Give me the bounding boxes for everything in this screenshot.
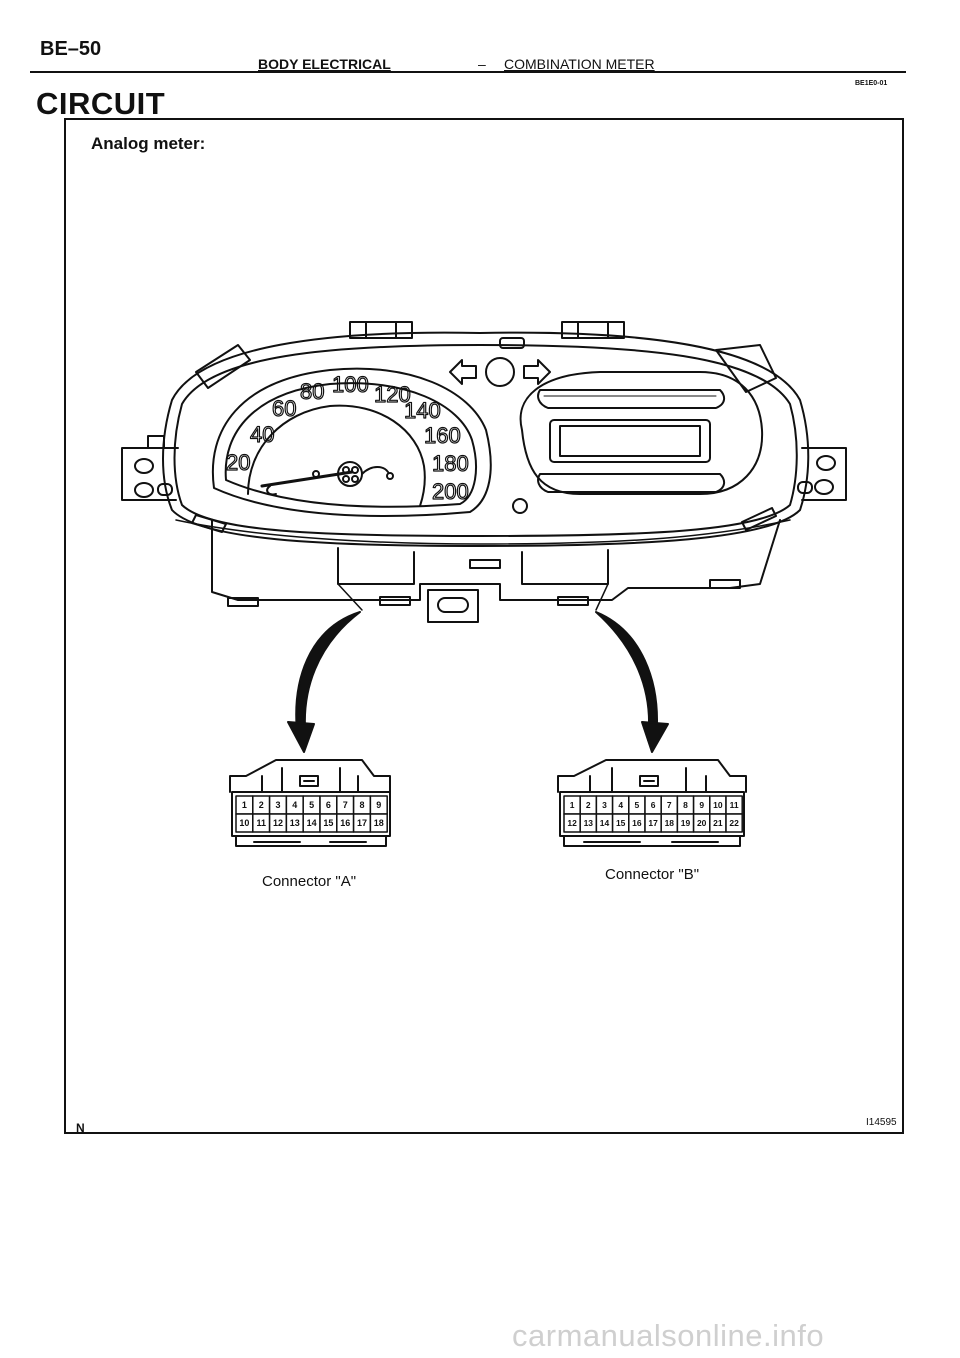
figure-code: I14595 (866, 1117, 897, 1128)
figure-corner-mark: N (76, 1121, 85, 1135)
pin-number: 16 (340, 818, 350, 828)
pin-number: 3 (602, 800, 607, 810)
pin-number: 4 (292, 800, 297, 810)
speedometer-scale: 20 40 60 80 100 120 140 160 180 200 (225, 371, 469, 504)
watermark: carmanualsonline.info (512, 1318, 825, 1353)
speed-mark-200: 200 (432, 479, 469, 504)
speed-mark-80: 80 (300, 379, 324, 404)
header-section: BODY ELECTRICAL (258, 56, 391, 72)
figure-title: Analog meter: (91, 134, 206, 153)
connector-a-housing (229, 759, 391, 847)
pin-number: 12 (567, 818, 577, 828)
pin-number: 13 (290, 818, 300, 828)
header-rule (30, 71, 906, 73)
pin-number: 2 (259, 800, 264, 810)
pin-number: 6 (651, 800, 656, 810)
pin-number: 12 (273, 818, 283, 828)
pin-number: 21 (713, 818, 723, 828)
pin-number: 10 (239, 818, 249, 828)
pin-number: 14 (600, 818, 610, 828)
page-code: BE–50 (40, 38, 102, 60)
pin-number: 1 (242, 800, 247, 810)
meter-housing (121, 321, 847, 623)
speed-mark-20: 20 (226, 450, 250, 475)
speed-mark-120: 120 (374, 382, 411, 407)
pin-number: 3 (275, 800, 280, 810)
pin-number: 17 (648, 818, 658, 828)
doc-code: BE1E0-01 (855, 80, 888, 87)
pin-number: 4 (618, 800, 623, 810)
pin-number: 11 (730, 800, 739, 810)
speed-mark-140: 140 (404, 398, 441, 423)
pin-number: 7 (343, 800, 348, 810)
pin-number: 8 (359, 800, 364, 810)
pin-number: 1 (570, 800, 575, 810)
pin-number: 16 (632, 818, 642, 828)
header-separator: – (478, 56, 486, 72)
page-title: CIRCUIT (36, 86, 166, 121)
arrow-to-connector-b (595, 583, 669, 753)
speed-mark-40: 40 (250, 422, 274, 447)
speed-mark-60: 60 (272, 396, 296, 421)
speed-mark-160: 160 (424, 423, 461, 448)
pin-number: 5 (309, 800, 314, 810)
pin-number: 6 (326, 800, 331, 810)
pin-number: 5 (635, 800, 640, 810)
pin-number: 18 (374, 818, 384, 828)
pin-number: 10 (713, 800, 723, 810)
pin-number: 22 (729, 818, 739, 828)
pin-number: 2 (586, 800, 591, 810)
pin-number: 13 (584, 818, 594, 828)
pin-number: 9 (699, 800, 704, 810)
pin-number: 8 (683, 800, 688, 810)
connector-b-caption: Connector "B" (605, 866, 700, 883)
pin-number: 19 (681, 818, 691, 828)
pin-number: 15 (616, 818, 626, 828)
speed-mark-100: 100 (332, 372, 369, 397)
connector-a-caption: Connector "A" (262, 873, 357, 890)
pin-number: 9 (376, 800, 381, 810)
connector-b-housing (557, 759, 747, 847)
header-subsection: COMBINATION METER (504, 56, 655, 72)
arrow-to-connector-a (287, 583, 363, 753)
pin-number: 18 (665, 818, 675, 828)
pin-number: 15 (323, 818, 333, 828)
pin-number: 17 (357, 818, 367, 828)
pin-number: 11 (256, 818, 266, 828)
pin-cell (369, 813, 388, 833)
figure-frame (64, 118, 904, 1134)
pin-cell (725, 813, 743, 833)
pin-number: 7 (667, 800, 672, 810)
pin-number: 20 (697, 818, 707, 828)
speed-mark-180: 180 (432, 451, 469, 476)
pin-number: 14 (307, 818, 317, 828)
